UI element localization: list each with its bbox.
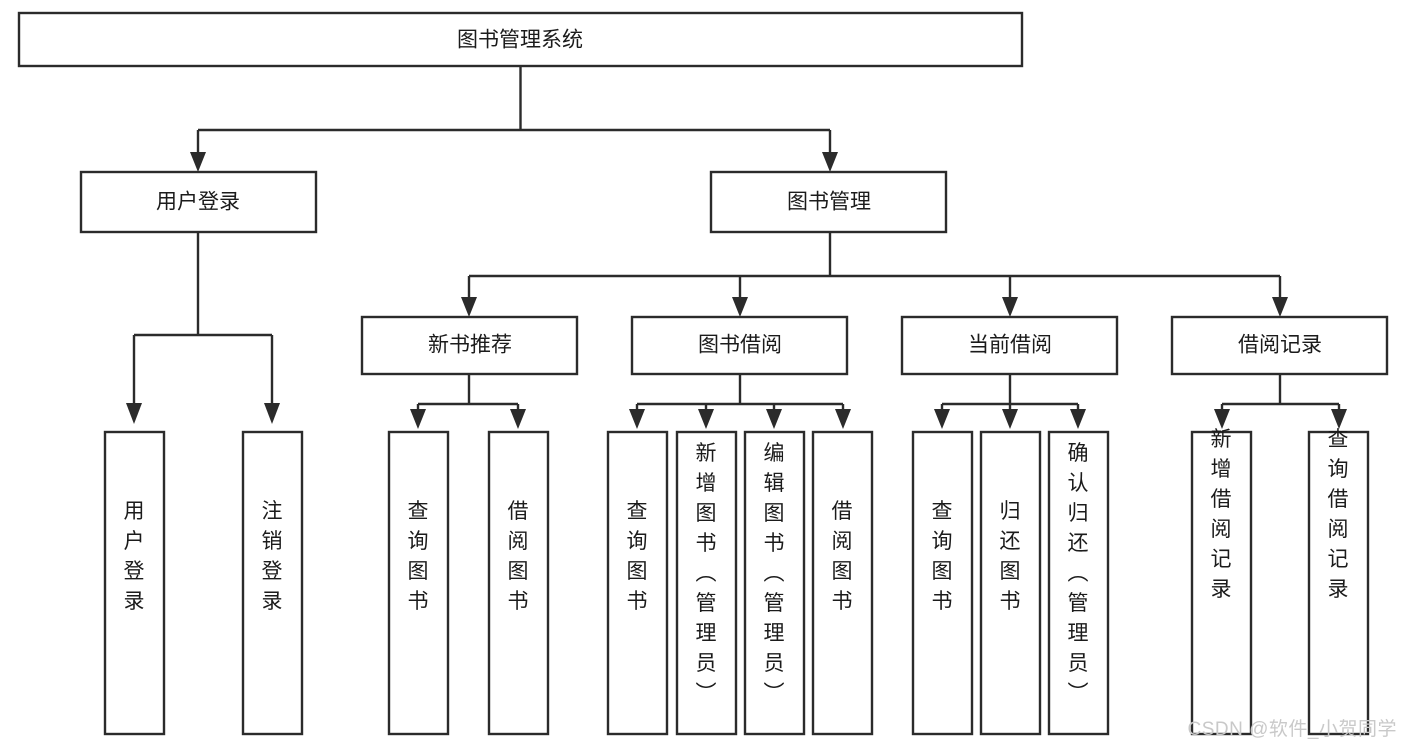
leaf-bb-borrow-book-label: 借阅图书 xyxy=(832,500,853,613)
arrow-head-bb-leaf3 xyxy=(766,409,782,429)
arrow-head-bb-leaf4 xyxy=(835,409,851,429)
arrow-head-cb-leaf1 xyxy=(934,409,950,429)
leaf-node[interactable]: 查询借阅记录 xyxy=(1307,428,1370,736)
leaf-node[interactable]: 编辑图书︵管理员︶ xyxy=(743,430,806,736)
arrow-head-book-borrow xyxy=(732,297,748,317)
arrow-head-borrow-record xyxy=(1272,297,1288,317)
leaf-node[interactable]: 归还图书 xyxy=(979,430,1042,736)
leaf-nb-query-book-box[interactable] xyxy=(387,430,450,736)
node-book-management[interactable]: 图书管理 xyxy=(709,170,948,234)
node-user-login-label: 用户登录 xyxy=(156,191,240,214)
node-borrow-record[interactable]: 借阅记录 xyxy=(1170,315,1389,376)
leaf-cb-confirm-return-label: 确认归还︵管理员︶ xyxy=(1068,442,1089,705)
leaf-br-add-record-box[interactable] xyxy=(1190,430,1253,736)
csdn-watermark: CSDN @软件_小贺同学 xyxy=(1187,719,1397,740)
arrow-head-bb-leaf1 xyxy=(629,409,645,429)
connectors-user-login-to-leaves xyxy=(126,232,280,424)
leaf-bb-add-book-box[interactable] xyxy=(675,430,738,736)
leaf-bb-edit-book-label: 编辑图书︵管理员︶ xyxy=(764,442,785,705)
arrow-head-nb-leaf1 xyxy=(410,409,426,429)
node-user-login-box[interactable] xyxy=(79,170,318,234)
connectors-book-borrow-to-leaves xyxy=(629,374,851,429)
leaf-user-login-label: 用户登录 xyxy=(124,500,145,613)
connectors-book-mgmt-to-level3 xyxy=(461,232,1288,317)
leaf-node[interactable]: 新增借阅记录 xyxy=(1190,428,1253,736)
node-root-box[interactable] xyxy=(17,11,1024,68)
node-book-management-box[interactable] xyxy=(709,170,948,234)
leaf-bb-query-book-label: 查询图书 xyxy=(627,500,648,613)
arrow-head-user-login xyxy=(190,152,206,172)
node-book-borrow[interactable]: 图书借阅 xyxy=(630,315,849,376)
leaf-node[interactable]: 借阅图书 xyxy=(487,430,550,736)
leaf-bb-edit-book-box[interactable] xyxy=(743,430,806,736)
leaf-cb-confirm-return-box[interactable] xyxy=(1047,430,1110,736)
arrow-head-leaf-logout xyxy=(264,403,280,424)
node-borrow-record-label: 借阅记录 xyxy=(1238,334,1322,357)
node-current-borrow-label: 当前借阅 xyxy=(968,334,1052,357)
arrow-head-new-book xyxy=(461,297,477,317)
leaf-br-query-record-label: 查询借阅记录 xyxy=(1328,428,1349,601)
node-borrow-record-box[interactable] xyxy=(1170,315,1389,376)
leaf-node[interactable]: 新增图书︵管理员︶ xyxy=(675,430,738,736)
node-book-management-label: 图书管理 xyxy=(787,191,871,214)
node-new-book-recommend-box[interactable] xyxy=(360,315,579,376)
leaf-bb-borrow-book-box[interactable] xyxy=(811,430,874,736)
arrow-head-nb-leaf2 xyxy=(510,409,526,429)
arrow-head-br-leaf1 xyxy=(1214,409,1230,429)
leaf-user-login-box[interactable] xyxy=(103,430,166,736)
arrow-head-cb-leaf2 xyxy=(1002,409,1018,429)
leaf-node[interactable]: 注销登录 xyxy=(241,430,304,736)
arrow-head-bb-leaf2 xyxy=(698,409,714,429)
node-user-login[interactable]: 用户登录 xyxy=(79,170,318,234)
node-new-book-recommend-label: 新书推荐 xyxy=(428,334,512,357)
leaf-nb-query-book-label: 查询图书 xyxy=(408,500,429,613)
connectors-new-book-to-leaves xyxy=(410,374,526,429)
node-current-borrow[interactable]: 当前借阅 xyxy=(900,315,1119,376)
node-root[interactable]: 图书管理系统 xyxy=(17,11,1024,68)
node-root-label: 图书管理系统 xyxy=(457,29,583,52)
leaf-logout-label: 注销登录 xyxy=(262,500,283,613)
leaf-node[interactable]: 用户登录 xyxy=(103,430,166,736)
node-new-book-recommend[interactable]: 新书推荐 xyxy=(360,315,579,376)
leaf-br-query-record-box[interactable] xyxy=(1307,430,1370,736)
arrow-head-cb-leaf3 xyxy=(1070,409,1086,429)
leaf-cb-query-book-label: 查询图书 xyxy=(932,500,953,613)
connectors-borrow-record-to-leaves xyxy=(1214,374,1347,429)
arrow-head-br-leaf2 xyxy=(1331,409,1347,429)
node-book-borrow-label: 图书借阅 xyxy=(698,334,782,357)
leaf-cb-return-book-label: 归还图书 xyxy=(1000,500,1021,613)
leaf-logout-box[interactable] xyxy=(241,430,304,736)
node-current-borrow-box[interactable] xyxy=(900,315,1119,376)
arrow-head-book-mgmt xyxy=(822,152,838,172)
arrow-head-leaf-user-login xyxy=(126,403,142,424)
leaf-node[interactable]: 查询图书 xyxy=(606,430,669,736)
leaf-br-add-record-label: 新增借阅记录 xyxy=(1211,428,1232,601)
leaf-node[interactable]: 确认归还︵管理员︶ xyxy=(1047,430,1110,736)
leaf-nb-borrow-book-box[interactable] xyxy=(487,430,550,736)
leaf-bb-add-book-label: 新增图书︵管理员︶ xyxy=(696,442,717,705)
leaf-cb-query-book-box[interactable] xyxy=(911,430,974,736)
connectors-root-to-level2 xyxy=(190,66,838,172)
leaf-node[interactable]: 借阅图书 xyxy=(811,430,874,736)
leaf-node[interactable]: 查询图书 xyxy=(911,430,974,736)
connectors-current-borrow-to-leaves xyxy=(934,374,1086,429)
arrow-head-current-borrow xyxy=(1002,297,1018,317)
node-book-borrow-box[interactable] xyxy=(630,315,849,376)
leaf-cb-return-book-box[interactable] xyxy=(979,430,1042,736)
leaf-node[interactable]: 查询图书 xyxy=(387,430,450,736)
leaf-nb-borrow-book-label: 借阅图书 xyxy=(508,500,529,613)
leaf-bb-query-book-box[interactable] xyxy=(606,430,669,736)
